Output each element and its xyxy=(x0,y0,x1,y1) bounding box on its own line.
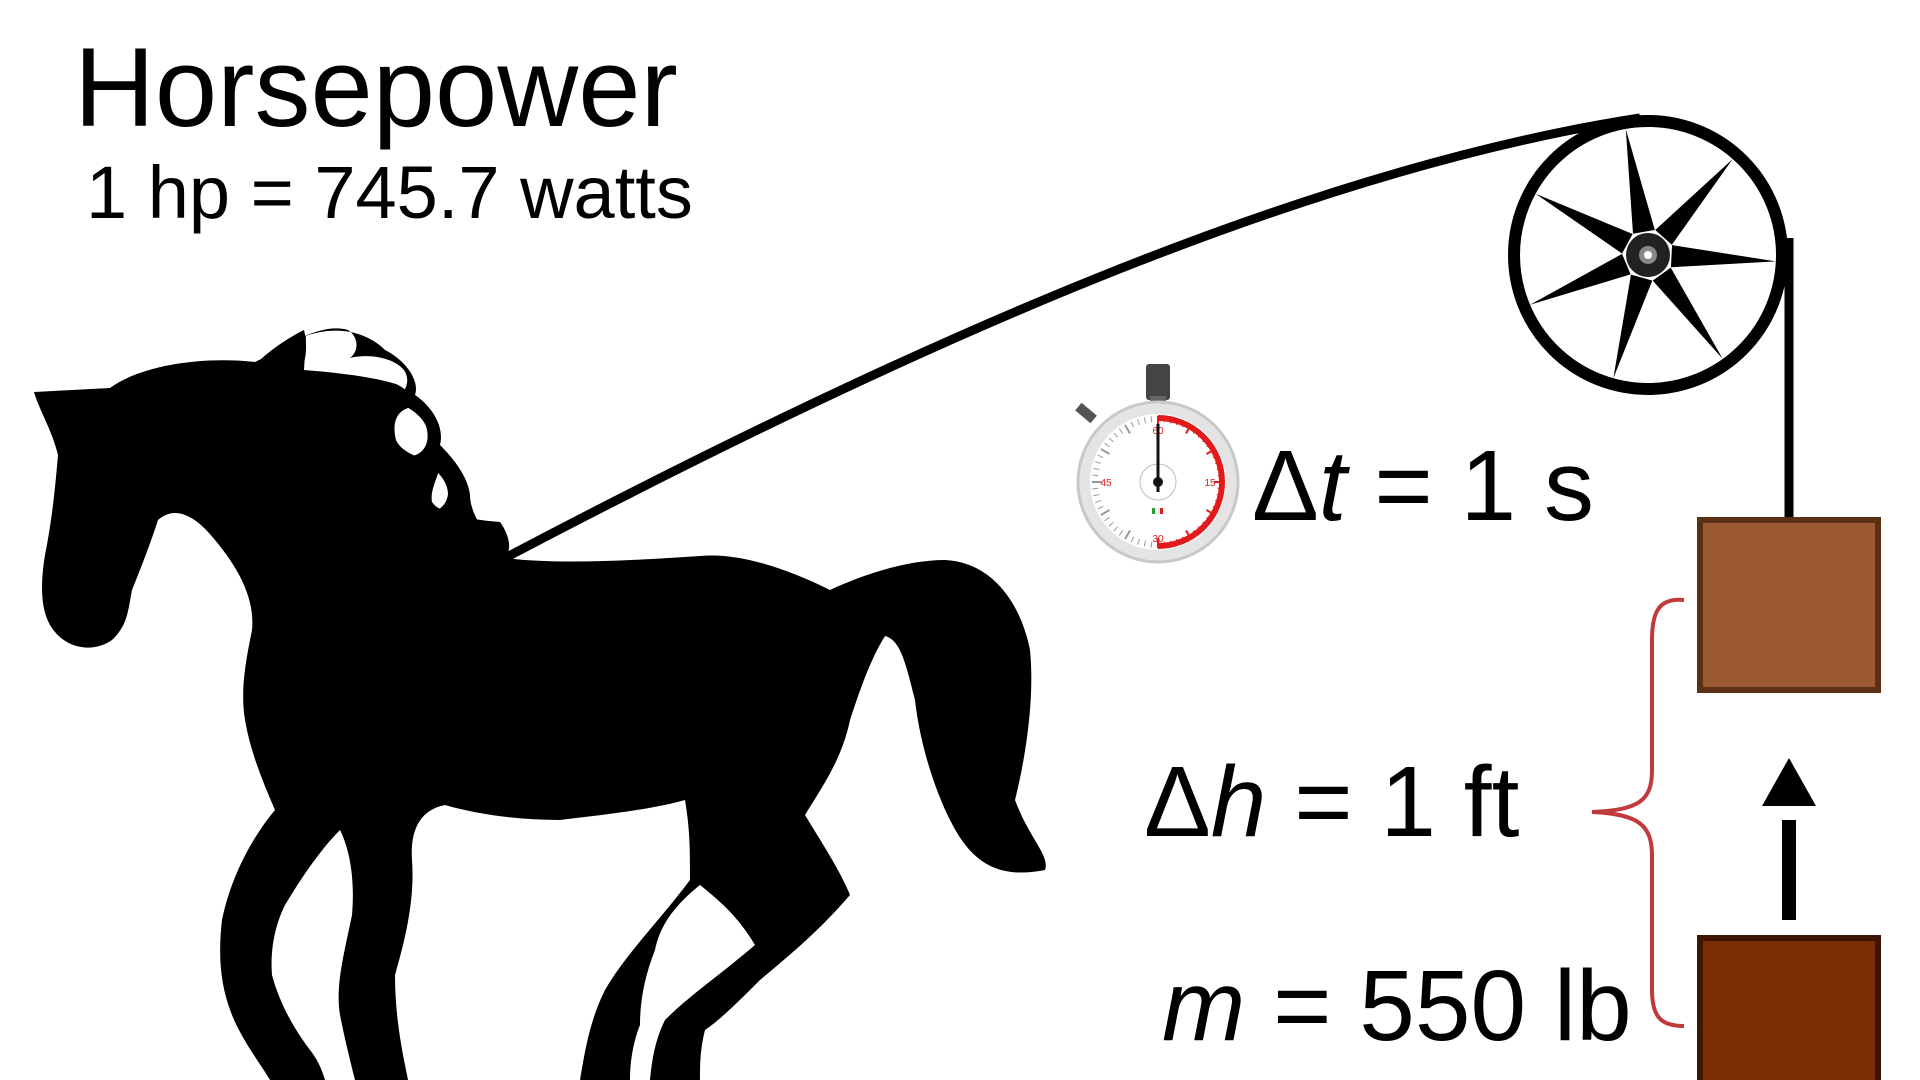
stopwatch-tick xyxy=(1214,500,1221,503)
stopwatch-tick xyxy=(1163,416,1166,423)
stopwatch-tick xyxy=(1217,474,1224,477)
stopwatch-tick xyxy=(1130,421,1135,428)
stopwatch-tick xyxy=(1143,540,1147,547)
stopwatch-tick xyxy=(1216,493,1223,497)
pulley-spoke xyxy=(1670,245,1776,268)
stopwatch-tick xyxy=(1137,538,1140,545)
stopwatch-tick xyxy=(1143,417,1147,424)
diagram-subtitle: 1 hp = 745.7 watts xyxy=(86,151,693,234)
up-arrow-icon xyxy=(1762,758,1816,920)
stopwatch-tick xyxy=(1092,487,1099,490)
stopwatch-tick xyxy=(1095,500,1102,503)
stopwatch-tick xyxy=(1095,461,1102,464)
stopwatch-tick xyxy=(1113,432,1119,438)
stopwatch-tick xyxy=(1176,538,1179,545)
stopwatch-tick xyxy=(1185,529,1192,540)
pulley-spoke xyxy=(1535,193,1633,254)
stopwatch-tick xyxy=(1104,442,1110,448)
stopwatch-tick xyxy=(1206,442,1212,448)
stopwatch-tick xyxy=(1113,526,1119,532)
stopwatch-tick xyxy=(1181,421,1186,428)
stopwatch-tick xyxy=(1150,541,1153,548)
pulley-spoke xyxy=(1655,159,1733,245)
lifted-box xyxy=(1697,517,1881,693)
diagram-title: Horsepower xyxy=(74,25,678,150)
stopwatch-tick xyxy=(1212,505,1219,510)
stopwatch-tick xyxy=(1130,536,1135,543)
rope xyxy=(502,113,1641,562)
stopwatch-tick xyxy=(1104,516,1110,522)
time-equation: Δt = 1 s xyxy=(1252,430,1594,542)
stopwatch-tick xyxy=(1118,428,1124,434)
stopwatch-tick xyxy=(1163,541,1166,548)
pulley-spoke xyxy=(1530,253,1631,305)
stopwatch-tick xyxy=(1217,487,1224,490)
stopwatch-tick xyxy=(1185,424,1192,435)
stopwatch-icon: 60 15 30 45 xyxy=(1075,364,1240,564)
starting-box xyxy=(1697,935,1881,1080)
stopwatch-tick xyxy=(1137,419,1140,426)
stopwatch-tick xyxy=(1192,530,1198,536)
stopwatch-tick xyxy=(1214,461,1221,464)
horse-silhouette-icon xyxy=(34,328,1046,1080)
pulley-spoke xyxy=(1625,128,1655,234)
pulley-spoke xyxy=(1652,267,1723,359)
stopwatch-tick xyxy=(1092,474,1099,477)
stopwatch-tick xyxy=(1202,521,1208,527)
stopwatch-tick xyxy=(1169,417,1173,424)
stopwatch-tick xyxy=(1206,516,1212,522)
stopwatch-tick xyxy=(1124,424,1131,435)
stopwatch-tick xyxy=(1197,432,1203,438)
stopwatch-tick xyxy=(1093,493,1100,497)
stopwatch-tick xyxy=(1169,540,1173,547)
stopwatch-tick xyxy=(1100,509,1111,516)
pulley-spokes xyxy=(1530,128,1776,379)
stopwatch-tick xyxy=(1150,416,1153,423)
stopwatch-tick xyxy=(1097,454,1104,459)
stopwatch-tick xyxy=(1205,509,1216,516)
height-equation: Δh = 1 ft xyxy=(1144,746,1520,858)
stopwatch-tick xyxy=(1181,536,1186,543)
stopwatch-tick xyxy=(1097,505,1104,510)
stopwatch-tick xyxy=(1176,419,1179,426)
stopwatch-tick xyxy=(1124,529,1131,540)
stopwatch-tick xyxy=(1202,437,1208,443)
mass-equation: m = 550 lb xyxy=(1162,950,1632,1062)
pulley-spoke xyxy=(1613,274,1653,379)
stopwatch-mark-45: 45 xyxy=(1100,478,1112,489)
stopwatch-mark-30: 30 xyxy=(1152,534,1164,545)
height-brace xyxy=(1591,597,1685,1028)
stopwatch-tick xyxy=(1093,467,1100,471)
stopwatch-tick xyxy=(1108,437,1114,443)
stopwatch-tick xyxy=(1205,448,1216,455)
stopwatch-tick xyxy=(1100,448,1111,455)
stopwatch-tick xyxy=(1108,521,1114,527)
stopwatch-tick xyxy=(1216,467,1223,471)
stopwatch-tick xyxy=(1118,530,1124,536)
stopwatch-tick xyxy=(1212,454,1219,459)
stopwatch-mark-15: 15 xyxy=(1204,478,1216,489)
stopwatch-tick xyxy=(1192,428,1198,434)
pulley-icon xyxy=(1508,115,1788,395)
stopwatch-tick xyxy=(1197,526,1203,532)
